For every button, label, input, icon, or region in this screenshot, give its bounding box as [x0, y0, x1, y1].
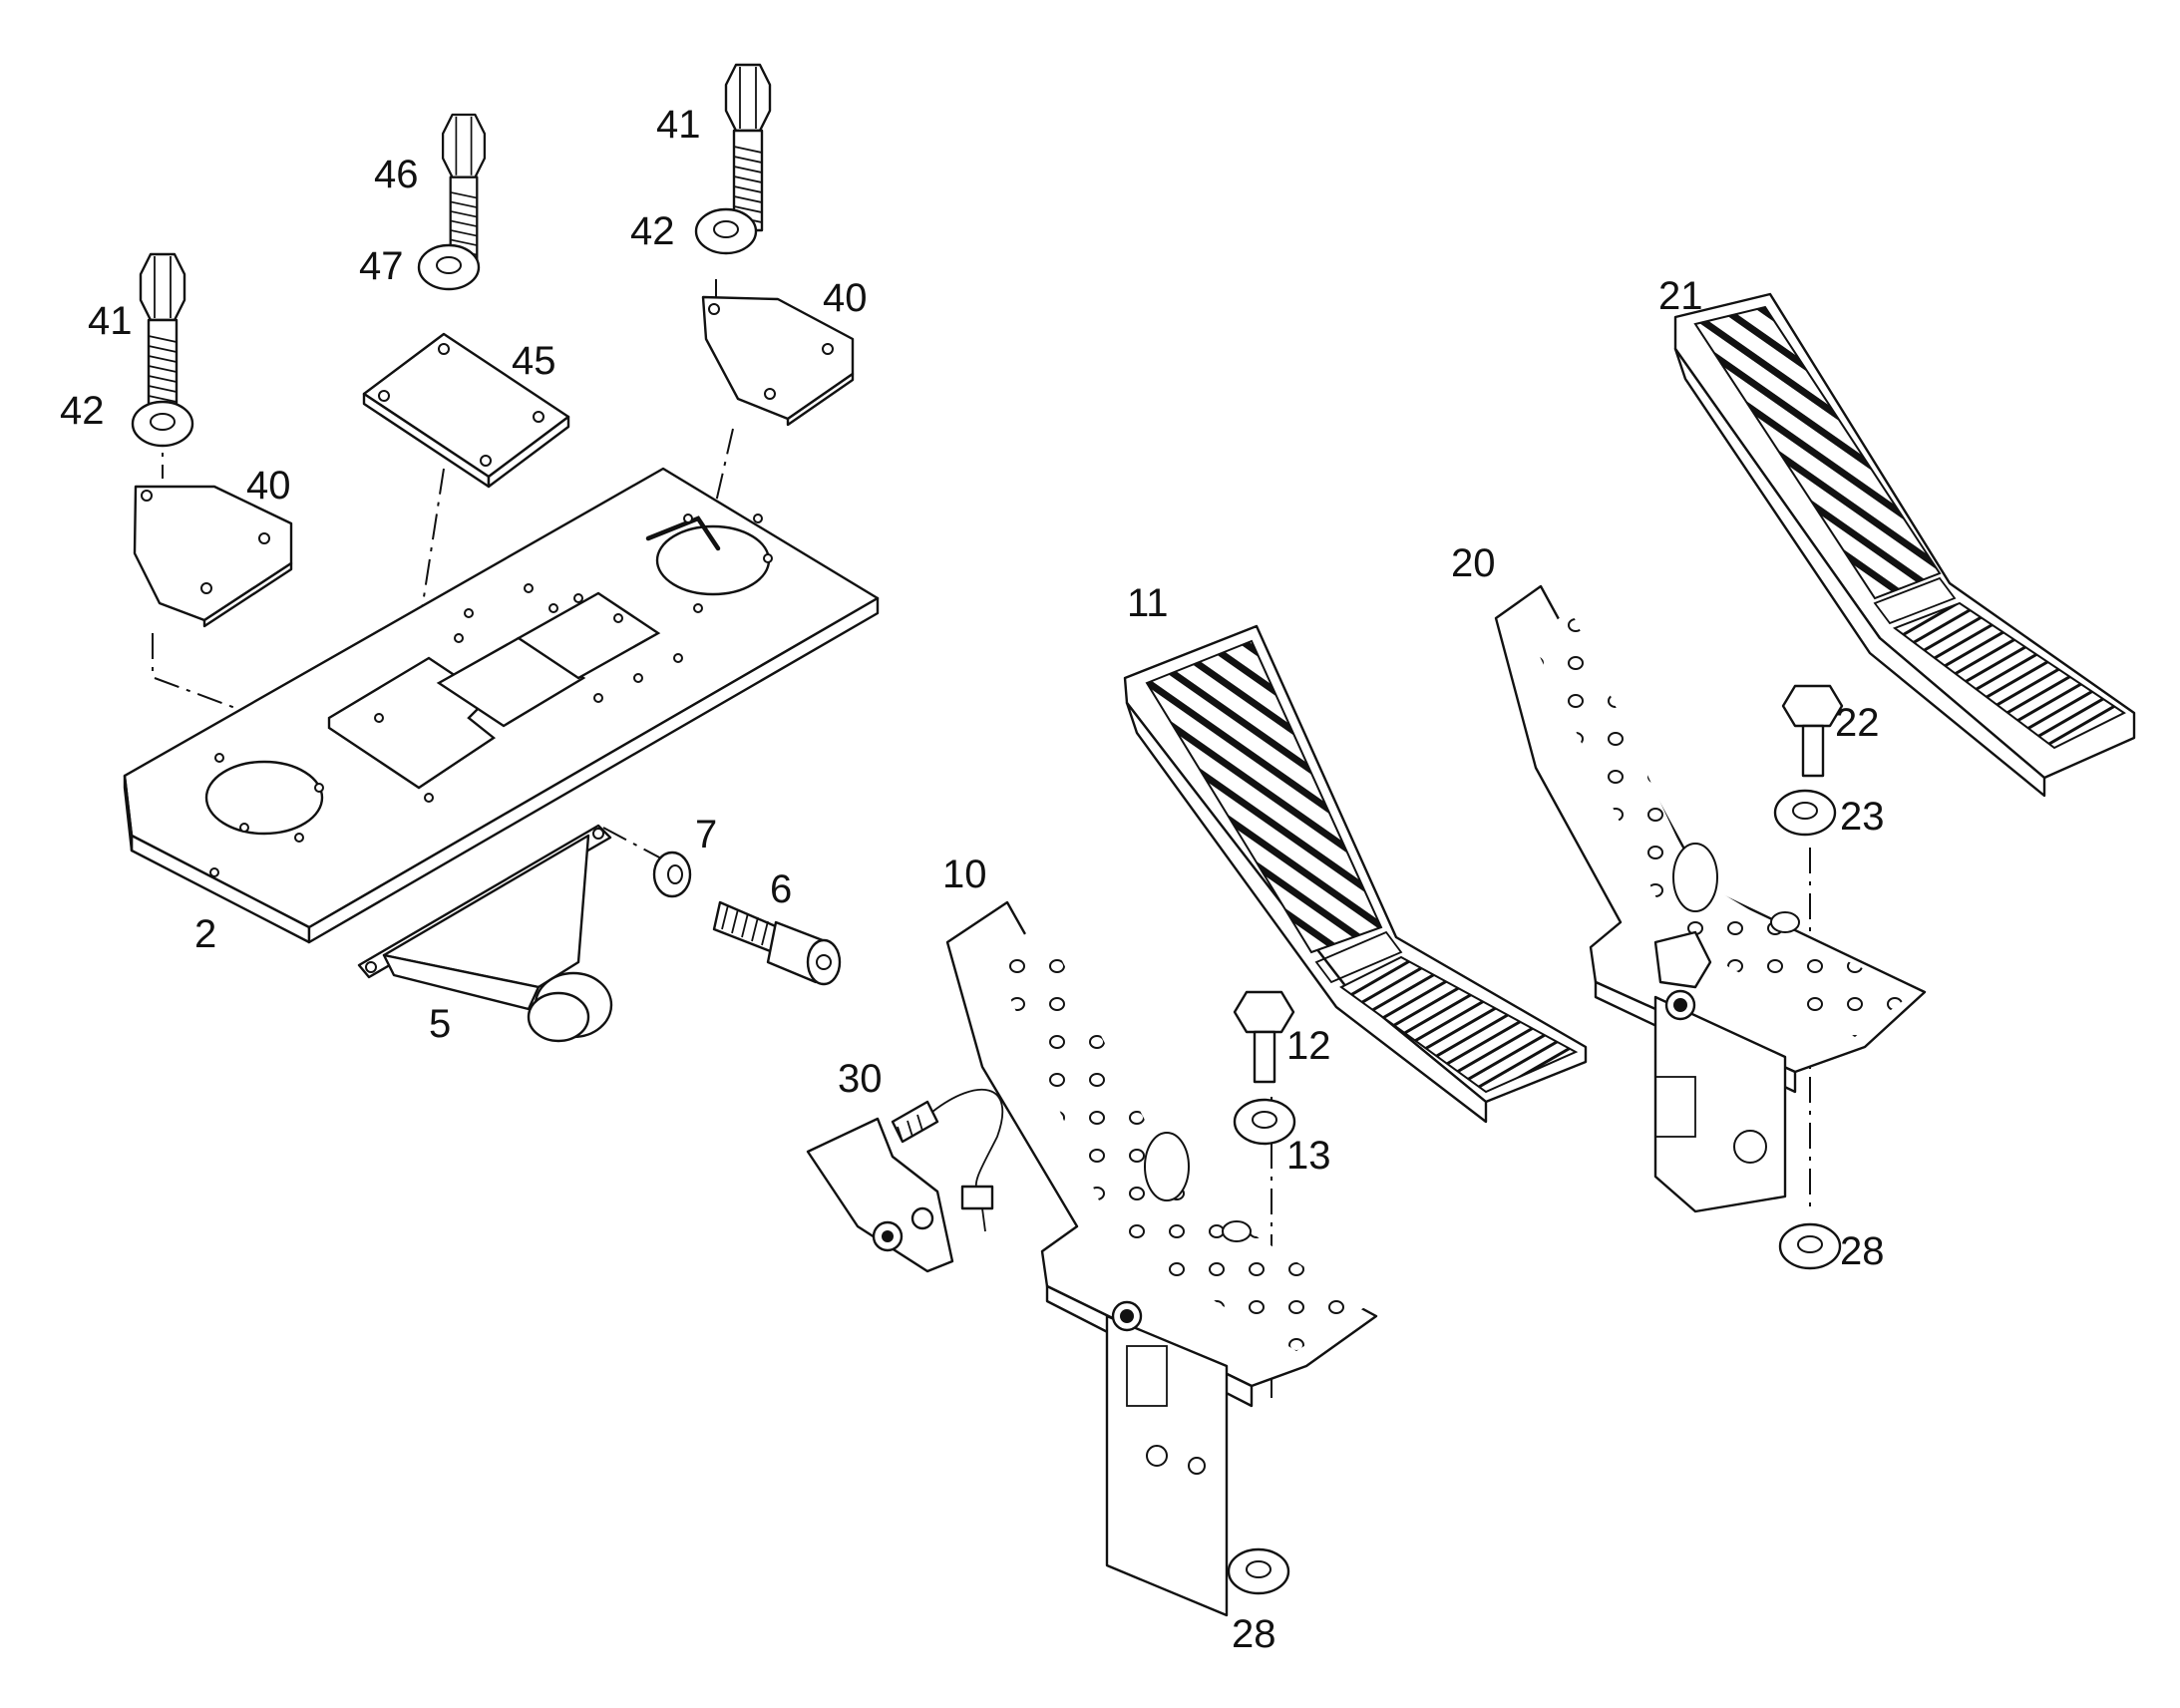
callout-21: 21: [1658, 274, 1703, 318]
bolt-12: [1233, 990, 1295, 1084]
washer-42-left: [131, 400, 194, 448]
cover-plate-45: [362, 332, 570, 489]
cover-plate-40-right: [701, 295, 855, 427]
callout-12: 12: [1286, 1024, 1331, 1068]
pedal-cover-11: [1123, 624, 1588, 1124]
callout-42-right: 42: [630, 209, 675, 253]
sensor-30: [806, 1089, 1004, 1273]
callout-41-left: 41: [88, 299, 133, 343]
callout-2: 2: [194, 912, 216, 956]
bolt-41-left: [139, 252, 186, 422]
washer-28-right: [1778, 1222, 1842, 1270]
callout-13: 13: [1286, 1134, 1331, 1178]
washer-42-right: [694, 207, 758, 255]
pedal-cover-21: [1673, 292, 2136, 798]
callout-10: 10: [942, 853, 987, 896]
callout-42-left: 42: [60, 389, 105, 433]
washer-47: [417, 243, 481, 291]
cover-plate-40-left: [133, 485, 293, 628]
washer-28-left: [1227, 1547, 1290, 1595]
callout-5: 5: [429, 1002, 451, 1046]
washer-23: [1773, 789, 1837, 837]
socket-screw-6: [712, 900, 842, 986]
mounting-bracket: [357, 824, 613, 1043]
callout-6: 6: [770, 867, 792, 911]
callout-40-left: 40: [246, 464, 291, 508]
washer-13: [1233, 1098, 1296, 1146]
bolt-41-right: [724, 63, 772, 232]
callout-28-left: 28: [1232, 1612, 1276, 1656]
callout-30: 30: [838, 1057, 883, 1101]
callout-28-right: 28: [1840, 1229, 1885, 1273]
callout-7: 7: [695, 813, 717, 856]
callout-23: 23: [1840, 795, 1885, 839]
washer-7: [652, 851, 692, 898]
callouts: 41 42 40 46 47 45 41 42 40 2 5 7 6 10 11…: [60, 103, 1885, 1656]
callout-22: 22: [1835, 701, 1880, 745]
callout-41-right: 41: [656, 103, 701, 147]
base-plate-holes: [209, 513, 773, 877]
callout-20: 20: [1451, 541, 1496, 585]
pedal-base-20: [1494, 584, 1927, 1213]
pedal-base-10: [945, 900, 1378, 1617]
callout-47: 47: [359, 244, 404, 288]
callout-45: 45: [512, 339, 556, 383]
base-plate: [123, 467, 880, 944]
callout-40-right: 40: [823, 276, 868, 320]
callout-46: 46: [374, 153, 419, 196]
callout-11: 11: [1127, 581, 1169, 625]
bolt-22: [1781, 684, 1844, 778]
